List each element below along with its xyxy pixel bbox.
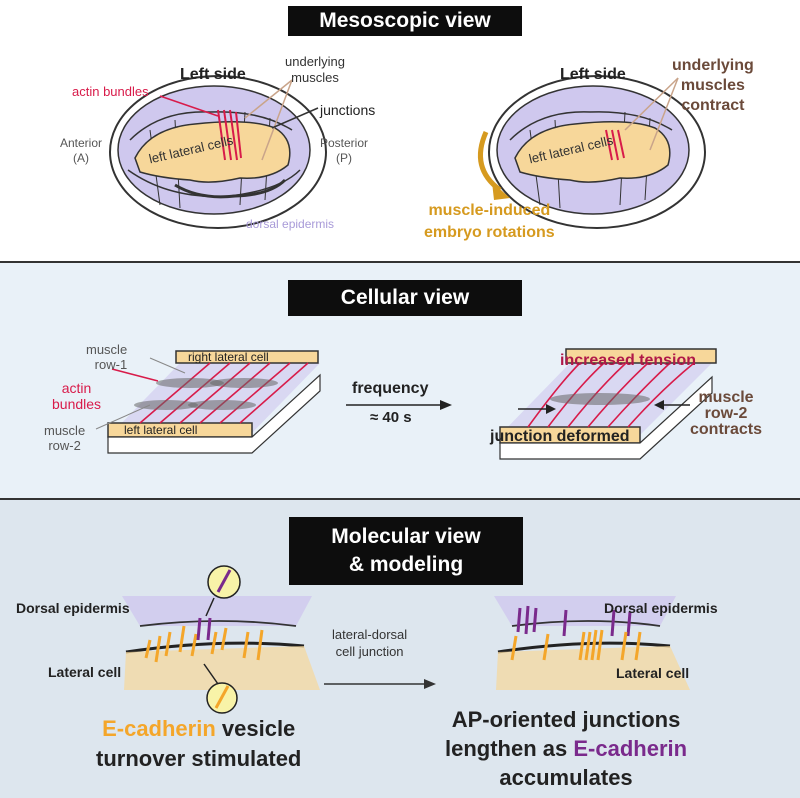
underlying-line: underlying <box>285 54 345 69</box>
dorsal-epidermis-label-right: Dorsal epidermis <box>604 600 718 616</box>
row2-line-1: muscle <box>44 423 86 438</box>
ecad-word-left: E-cadherin <box>102 716 216 741</box>
contracts-line-2: row-2 <box>704 405 748 422</box>
muscle-row-2-label: muscle row-2 <box>44 423 85 453</box>
contracts-line-3: contracts <box>690 421 763 438</box>
mesoscopic-panel: Mesoscopic view Left side actin bundles … <box>0 0 800 262</box>
underlying-muscles-label: underlying muscles <box>285 54 345 86</box>
cellular-panel: Cellular view muscle row-1 actin bundles… <box>0 263 800 499</box>
molecular-title-line-1: Molecular view <box>331 525 481 548</box>
junction-deformed-label: junction deformed <box>490 428 630 445</box>
lateral-cell-label-left: Lateral cell <box>48 664 122 680</box>
molecular-title-line-2: & modeling <box>348 553 464 576</box>
lengthen-text: lengthen as <box>445 736 574 761</box>
posterior-word: Posterior <box>320 136 369 150</box>
actin-line-1: actin <box>61 380 92 396</box>
muscle-row-1-label: muscle row-1 <box>86 342 127 372</box>
rotation-line-1: muscle-induced <box>428 202 551 219</box>
accumulates-line: accumulates <box>499 765 633 790</box>
contract-line-3: contract <box>681 97 745 114</box>
dorsal-epidermis-label: dorsal epidermis <box>246 217 335 231</box>
actin-line-2: bundles <box>52 396 102 412</box>
left-block <box>95 350 321 454</box>
row1-line-2: row-1 <box>94 357 128 372</box>
ap-junctions-text: AP-oriented junctions lengthen as E-cadh… <box>445 705 687 792</box>
left-side-label: Left side <box>180 66 246 83</box>
frequency-label: frequency <box>352 380 429 397</box>
right-block <box>499 348 717 460</box>
row2-line-2: row-2 <box>48 438 81 453</box>
right-lateral-cell-label: right lateral cell <box>188 350 269 364</box>
row2-contracts-label: muscle row-2 contracts <box>690 390 762 438</box>
contract-line-2: muscles <box>680 77 745 94</box>
molecular-illustration <box>122 565 690 714</box>
ecad-word-right: E-cadherin <box>573 736 688 761</box>
actin-bundles-label-2: actin bundles <box>52 380 101 412</box>
left-junction <box>122 565 320 714</box>
mesoscopic-title: Mesoscopic view <box>288 6 522 36</box>
ap-line-1: AP-oriented junctions <box>451 707 681 732</box>
muscles-line: muscles <box>291 70 339 85</box>
lateral-cell-label-right: Lateral cell <box>616 665 690 681</box>
mesoscopic-illustration <box>109 75 706 229</box>
rotation-line-2: embryo rotations <box>424 224 555 241</box>
vesicle-turnover-text: E-cadherin vesicle turnover stimulated <box>96 714 301 774</box>
left-lateral-cell-label: left lateral cell <box>124 423 198 437</box>
posterior-label: Posterior (P) <box>320 136 368 166</box>
left-embryo <box>109 75 327 229</box>
junction-label: lateral-dorsal cell junction <box>332 626 407 660</box>
junction-line-2: cell junction <box>335 644 404 659</box>
molecular-panel: Molecular view & modeling Dorsal epiderm… <box>0 500 800 798</box>
row1-line-1: muscle <box>86 342 128 357</box>
cellular-title: Cellular view <box>288 280 522 316</box>
separator-2 <box>0 498 800 500</box>
posterior-abbrev: (P) <box>336 151 353 165</box>
contracts-line-1: muscle <box>698 389 754 406</box>
muscles-contract-label: underlying muscles contract <box>672 56 754 116</box>
dorsal-epidermis-label-left: Dorsal epidermis <box>16 600 130 616</box>
anterior-abbrev: (A) <box>73 151 90 165</box>
right-embryo <box>477 75 706 229</box>
separator-1 <box>0 261 800 263</box>
vesicle-word: vesicle <box>215 716 296 741</box>
right-junction <box>494 596 690 690</box>
actin-bundles-label: actin bundles <box>72 84 149 99</box>
junctions-label: junctions <box>320 102 376 118</box>
junction-line-1: lateral-dorsal <box>332 627 408 642</box>
cellular-illustration <box>95 348 717 460</box>
anterior-label: Anterior (A) <box>60 136 102 166</box>
increased-tension-label: increased tension <box>560 352 697 369</box>
molecular-title: Molecular view & modeling <box>289 517 523 585</box>
left-side-label-right: Left side <box>560 66 626 83</box>
period-label: ≈ 40 s <box>370 409 412 426</box>
vesicle-line: E-cadherin vesicle <box>96 714 301 744</box>
rotation-label: muscle-induced embryo rotations <box>424 200 555 244</box>
turnover-line: turnover stimulated <box>96 746 302 771</box>
contract-line-1: underlying <box>672 57 754 74</box>
ap-line-2: lengthen as E-cadherin <box>445 734 687 763</box>
anterior-word: Anterior <box>60 136 103 150</box>
